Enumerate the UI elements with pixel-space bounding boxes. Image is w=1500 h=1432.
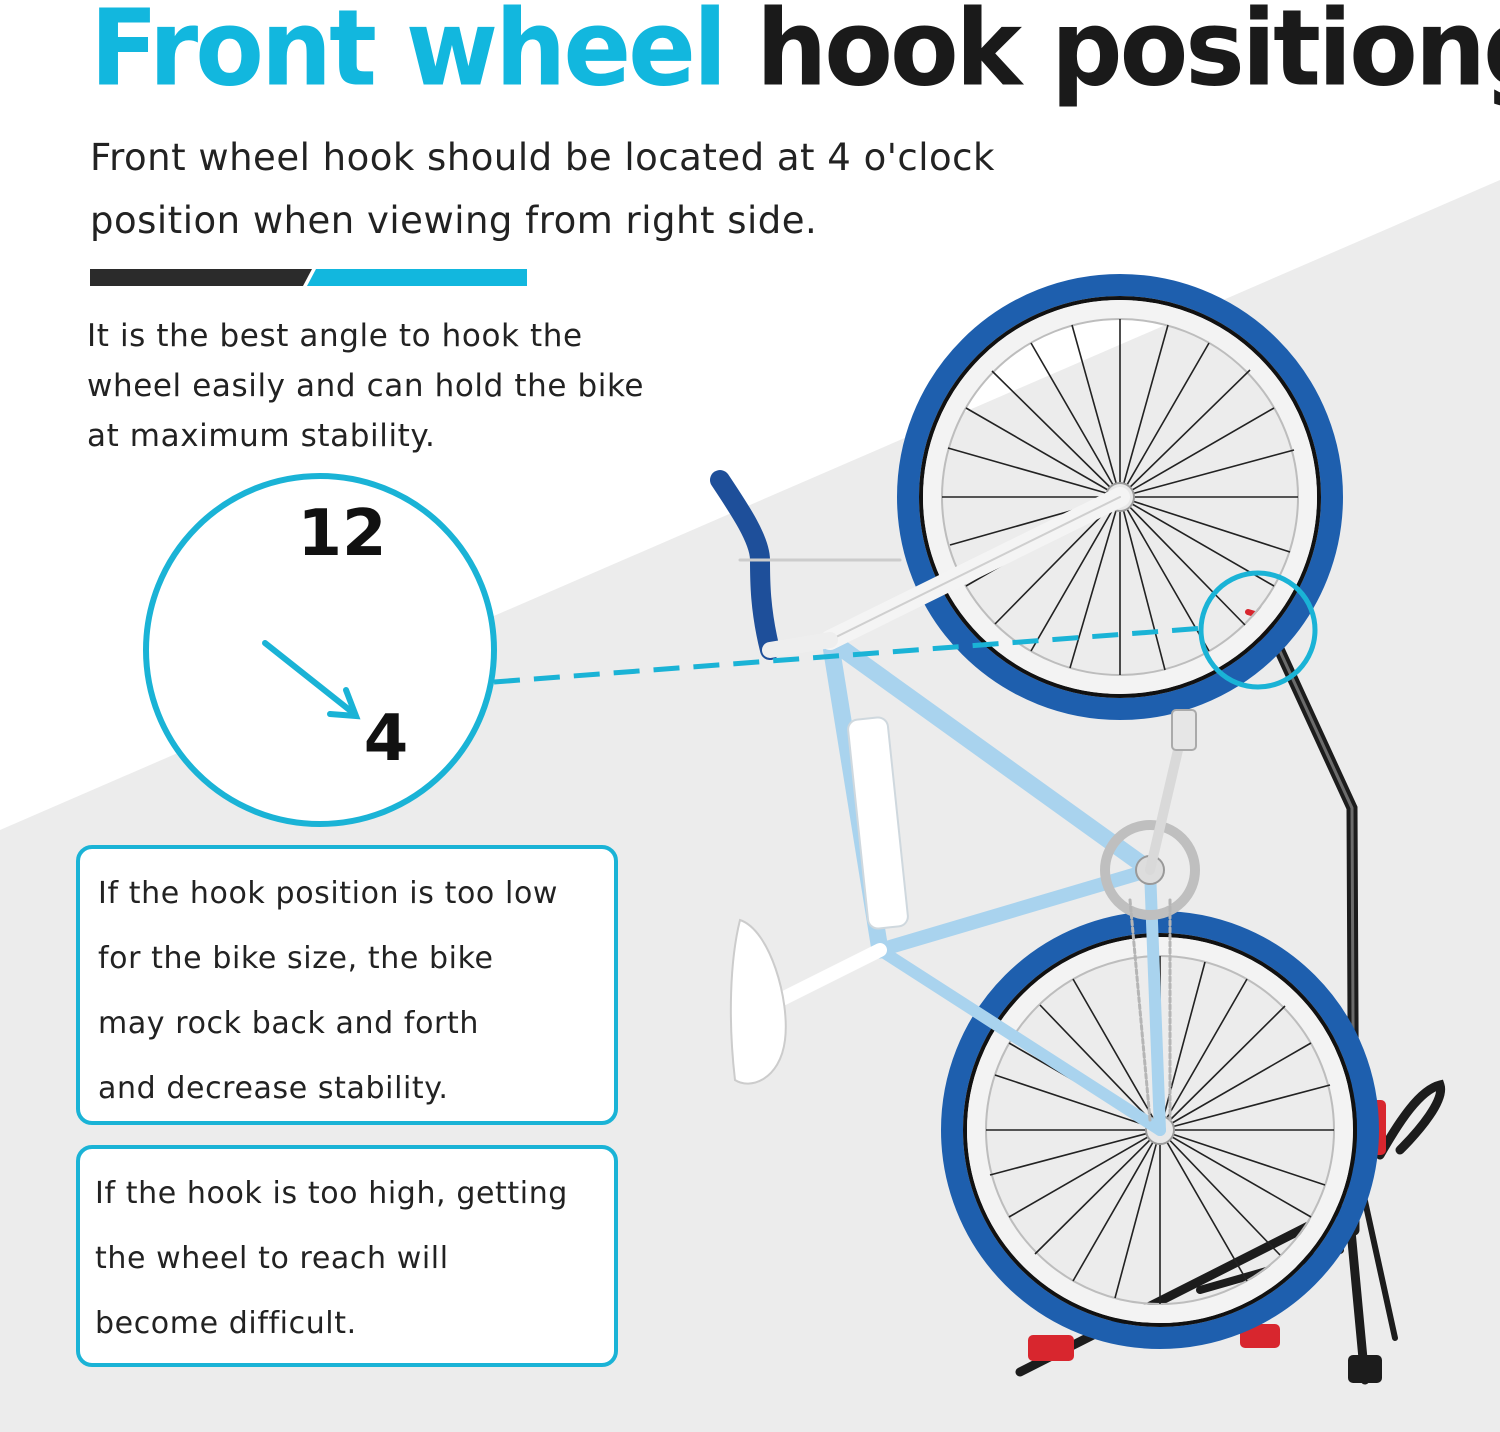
bike-frame [710,470,1200,1136]
page-title: Front wheel hook positiong [90,0,1500,112]
title-accent: Front wheel [90,0,727,110]
description: It is the best angle to hook the wheel e… [87,318,645,454]
note-too-low-text: If the hook position is too low for the … [98,876,559,1106]
hook-highlight-circle [1198,570,1318,690]
subtitle: Front wheel hook should be located at 4 … [90,136,995,242]
rear-wheel [941,911,1379,1349]
clock-number-4: 4 [364,702,409,776]
divider-bar [90,269,527,286]
note-hook-too-low: If the hook position is too low for the … [76,845,618,1125]
arrow-icon [262,640,361,720]
clock-diagram: 12 4 [143,473,497,827]
clock-face [143,473,497,827]
note-hook-too-high: If the hook is too high, getting the whe… [76,1145,618,1367]
title-dark: hook positiong [756,0,1500,110]
clock-number-12: 12 [297,497,386,571]
note-too-high-text: If the hook is too high, getting the whe… [95,1176,568,1341]
front-wheel [897,274,1343,720]
